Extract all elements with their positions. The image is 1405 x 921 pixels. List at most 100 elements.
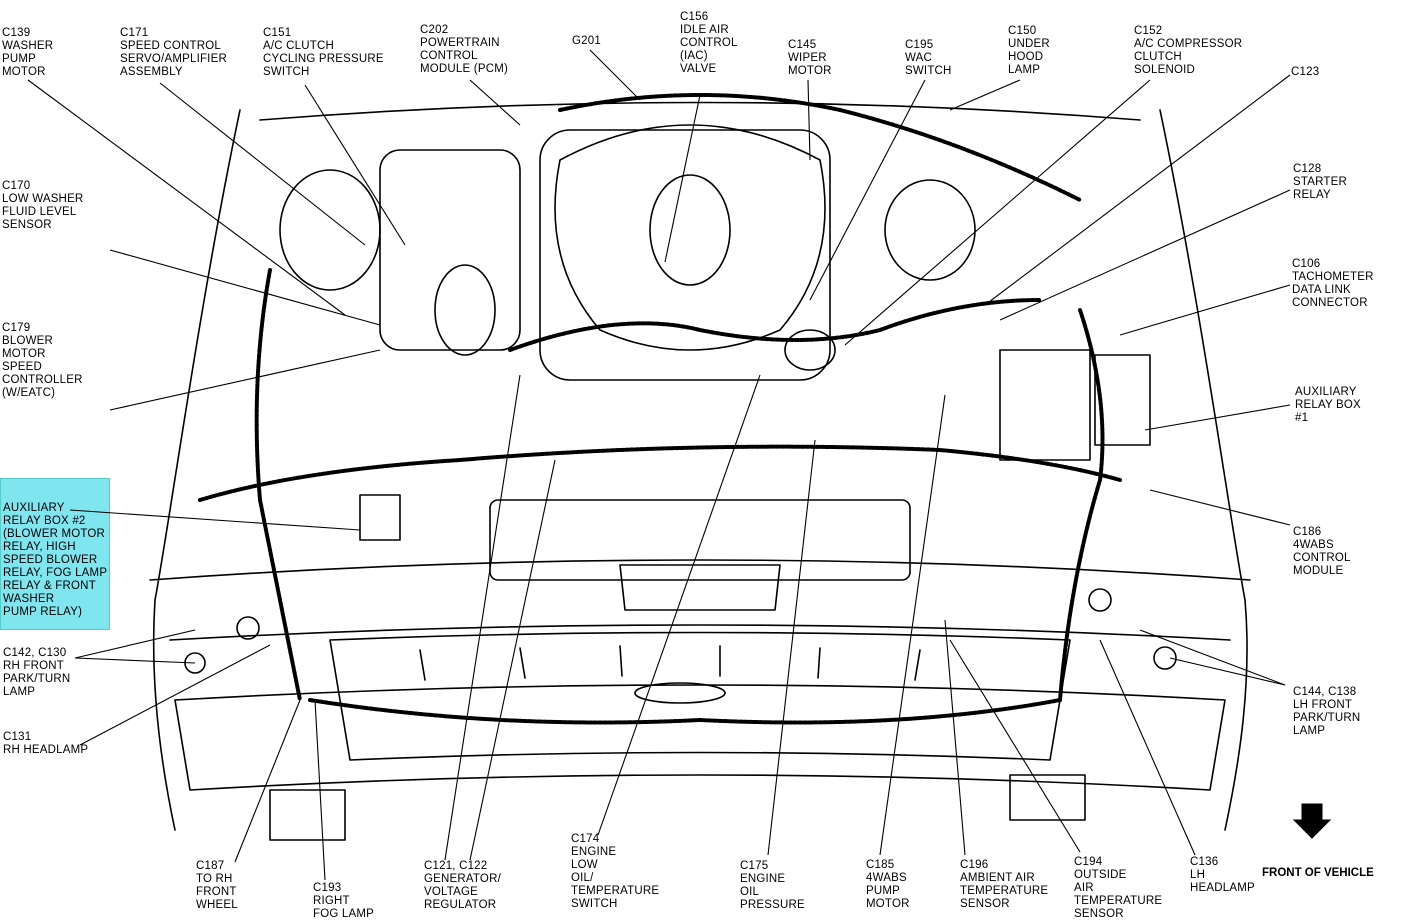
leader-c195 [809,79,926,301]
grille [329,631,1071,761]
front-arrow-icon [1292,803,1332,839]
leader-c128 [999,189,1291,321]
radiator-support [149,559,1251,581]
radiator-emblem [619,564,781,611]
leader-c121b [469,459,556,861]
battery [999,349,1091,461]
leader-c194 [949,639,1081,853]
leader-c175 [767,439,816,856]
relay-box-2 [359,494,401,541]
leader-c142b [74,657,196,664]
leader-c145 [807,79,811,161]
ford-badge [634,682,726,704]
label-c151: C151 A/C CLUTCH CYCLING PRESSURE SWITCH [263,27,384,78]
leader-c139 [27,79,346,316]
leader-c156 [664,94,701,263]
leader-c142a [74,629,196,659]
label-c139: C139 WASHER PUMP MOTOR [2,27,54,78]
leader-c123 [984,74,1291,306]
label-c185: C185 4WABS PUMP MOTOR [866,859,910,910]
label-c121: C121, C122 GENERATOR/ VOLTAGE REGULATOR [424,860,501,911]
leader-aux2 [69,509,361,531]
label-c145: C145 WIPER MOTOR [788,39,832,77]
leader-c144b [1169,657,1286,686]
harness-front [308,698,1062,725]
label-c152: C152 A/C COMPRESSOR CLUTCH SOLENOID [1134,25,1243,76]
bulb-lh-head [1088,588,1112,612]
main-harness [198,444,1122,502]
leader-c179 [109,349,381,411]
label-c194: C194 OUTSIDE AIR TEMPERATURE SENSOR [1074,856,1163,920]
label-c193: C193 RIGHT FOG LAMP [313,882,375,920]
leader-c171 [159,82,366,246]
label-aux1: AUXILIARY RELAY BOX #1 [1295,386,1361,424]
label-c187: C187 TO RH FRONT WHEEL [196,860,238,911]
harness-cowl [558,93,1082,202]
leader-c152 [844,79,1151,346]
harness-engine [508,298,1042,352]
leader-c136 [1099,639,1196,856]
label-c195: C195 WAC SWITCH [905,39,952,77]
label-c156: C156 IDLE AIR CONTROL (IAC) VALVE [680,11,738,75]
label-c196: C196 AMBIENT AIR TEMPERATURE SENSOR [960,859,1049,910]
front-bumper-top [169,624,1231,641]
front-bumper [174,684,1226,791]
washer-reservoir [279,169,381,291]
label-c131: C131 RH HEADLAMP [3,731,89,756]
relay-box-1 [1094,354,1151,446]
harness-right [1058,308,1105,702]
label-c136: C136 LH HEADLAMP [1190,856,1255,894]
throttle-body [649,174,731,286]
leader-g201 [589,49,641,101]
abs-module [1009,774,1086,821]
leader-c121 [444,374,521,861]
leader-c151 [304,84,406,246]
fender-right [1159,109,1248,831]
leader-c170 [109,249,381,326]
label-c128: C128 STARTER RELAY [1293,163,1348,201]
harness-left [254,268,302,702]
label-c170: C170 LOW WASHER FLUID LEVEL SENSOR [2,180,84,231]
cowl [259,101,1141,121]
highlight-aux-relay-box-2 [0,478,110,630]
radiator [489,499,911,581]
label-c202: C202 POWERTRAIN CONTROL MODULE (PCM) [420,24,509,75]
air-cleaner [379,149,521,351]
fender-left [152,109,241,831]
label-c171: C171 SPEED CONTROL SERVO/AMPLIFIER ASSEM… [120,27,227,78]
bulb-rh-head [236,616,260,640]
label-c123: C123 [1291,66,1320,78]
label-c186: C186 4WABS CONTROL MODULE [1293,526,1351,577]
leader-c193 [314,699,326,881]
fog-lamp-housing [269,789,346,841]
label-c106: C106 TACHOMETER DATA LINK CONNECTOR [1292,258,1374,309]
distributor [784,329,836,371]
label-aux2: AUXILIARY RELAY BOX #2 (BLOWER MOTOR REL… [3,502,108,618]
leader-c196 [944,619,966,856]
leader-c131 [79,644,271,746]
label-c150: C150 UNDER HOOD LAMP [1008,25,1050,76]
leader-c106 [1119,284,1291,336]
intake-manifold [554,124,826,351]
leader-c150 [949,79,1021,111]
label-c142: C142, C130 RH FRONT PARK/TURN LAMP [3,647,71,698]
bulb-lh-park [1153,646,1177,670]
grille-slat [419,645,921,681]
label-c144: C144, C138 LH FRONT PARK/TURN LAMP [1293,686,1361,737]
leader-c174 [597,374,761,836]
leader-c185 [879,394,946,856]
engine-block [539,129,831,381]
leader-c144a [1139,629,1286,686]
label-g201: G201 [572,35,601,47]
leader-aux1 [1144,404,1291,431]
brake-master [884,179,976,281]
accumulator [434,264,496,356]
leader-c187 [234,699,301,863]
label-c175: C175 ENGINE OIL PRESSURE [740,860,805,911]
label-c174: C174 ENGINE LOW OIL/ TEMPERATURE SWITCH [571,833,660,910]
front-of-vehicle-label: FRONT OF VEHICLE [1262,867,1374,879]
leader-c202 [469,79,521,126]
label-c179: C179 BLOWER MOTOR SPEED CONTROLLER (W/EA… [2,322,83,399]
